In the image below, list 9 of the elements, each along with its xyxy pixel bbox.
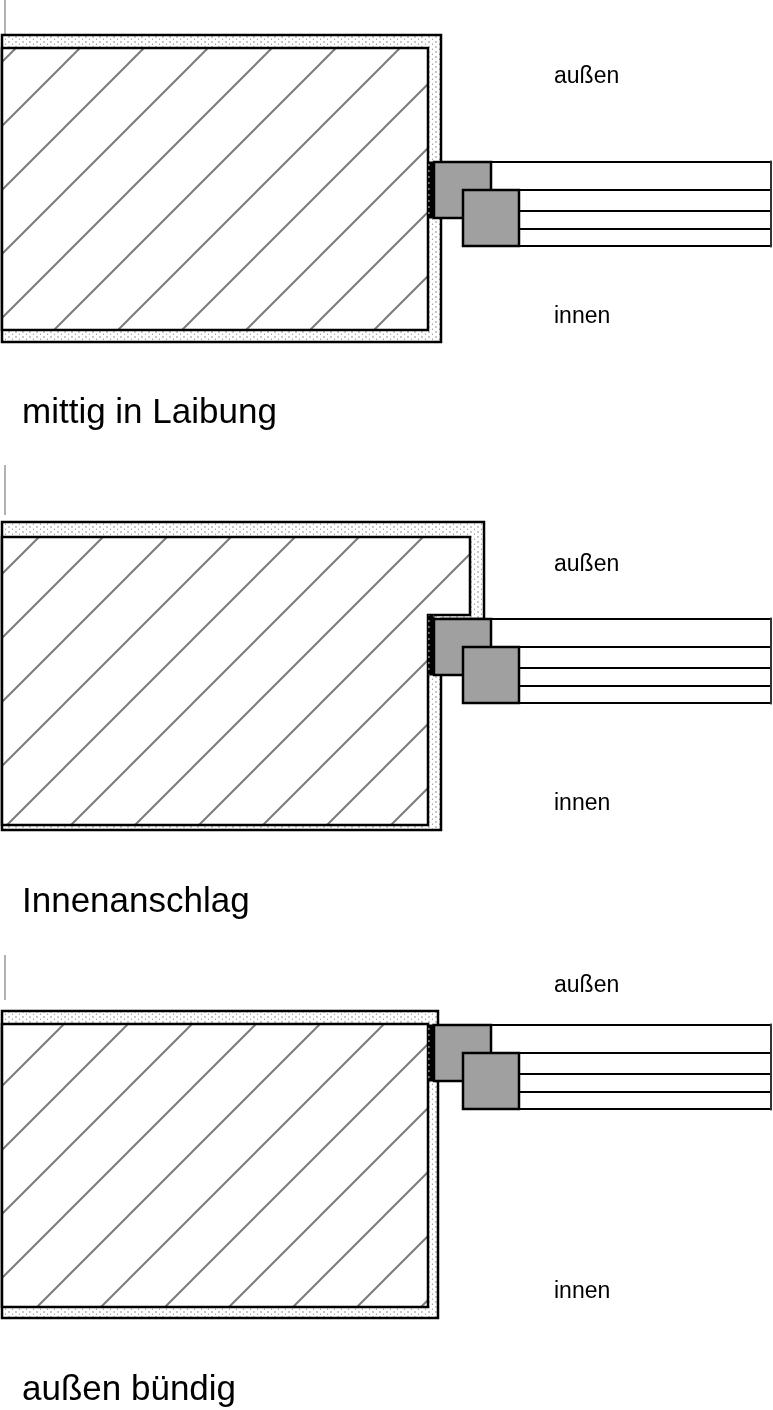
outside-label: außen — [554, 64, 620, 87]
caption: Innenanschlag — [22, 882, 250, 917]
inside-label: innen — [554, 1279, 611, 1302]
caption: außen bündig — [22, 1370, 237, 1405]
inside-label: innen — [554, 304, 611, 327]
inside-label: innen — [554, 791, 611, 814]
outside-label: außen — [554, 552, 620, 575]
caption: mittig in Laibung — [22, 393, 277, 428]
outside-label: außen — [554, 973, 620, 996]
